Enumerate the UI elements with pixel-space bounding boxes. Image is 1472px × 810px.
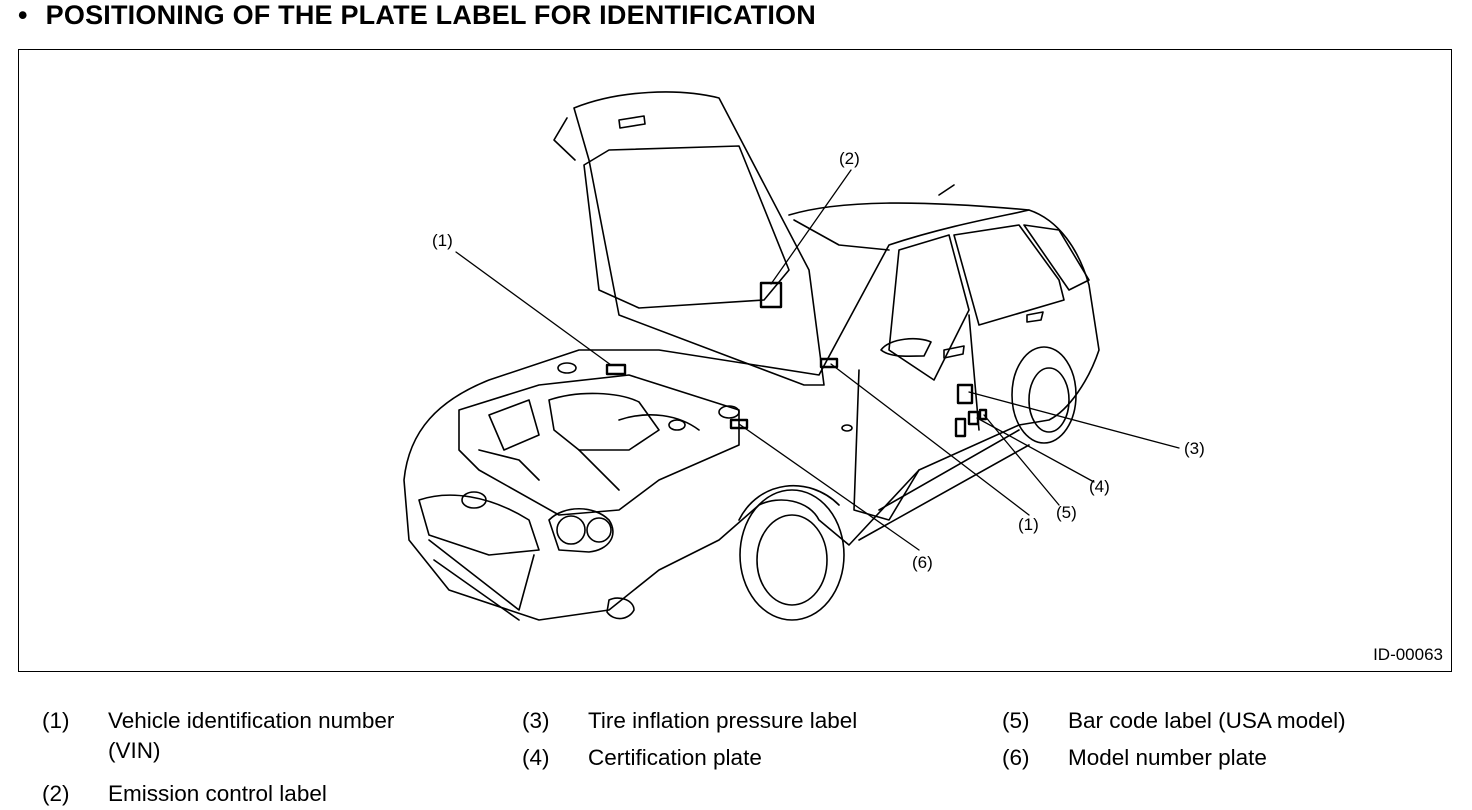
- legend-text: Certification plate: [588, 745, 762, 770]
- legend-number: (4): [522, 745, 550, 770]
- legend-text-cont: (VIN): [108, 738, 161, 763]
- callout-vin-door: (1): [1018, 515, 1039, 534]
- legend-text: Tire inflation pressure label: [588, 708, 858, 733]
- callout-tire: (3): [1184, 439, 1205, 458]
- legend-text: Emission control label: [108, 781, 327, 806]
- page-heading: • POSITIONING OF THE PLATE LABEL FOR IDEN…: [18, 0, 816, 31]
- legend-number: (2): [42, 781, 70, 806]
- legend-number: (5): [1002, 708, 1030, 733]
- hood-open: [553, 91, 825, 386]
- vin-door-marker: [819, 357, 839, 369]
- tire-label-marker: [956, 383, 974, 405]
- callout-vin-hood: (1): [432, 231, 453, 250]
- car-diagram: (1) (2) (3) (4) (5) (1) (6): [403, 91, 1205, 621]
- callout-model: (6): [912, 553, 933, 572]
- legend-text: Vehicle identification number: [108, 708, 395, 733]
- vin-hood-marker: [605, 363, 627, 376]
- legend-text: Model number plate: [1068, 745, 1267, 770]
- legend-text: Bar code label (USA model): [1068, 708, 1346, 733]
- legend-number: (3): [522, 708, 550, 733]
- heading-bullet: •: [18, 0, 28, 30]
- callout-emission: (2): [839, 149, 860, 168]
- callout-certification: (4): [1089, 477, 1110, 496]
- callout-labels: (1) (2) (3) (4) (5) (1) (6): [432, 149, 1205, 572]
- legend-number: (1): [42, 708, 70, 733]
- heading-title: POSITIONING OF THE PLATE LABEL FOR IDENT…: [45, 0, 816, 30]
- emission-label-marker: [759, 281, 783, 309]
- callout-barcode: (5): [1056, 503, 1077, 522]
- legend-number: (6): [1002, 745, 1030, 770]
- model-plate-marker: [729, 418, 749, 430]
- figure-frame: (1) (2) (3) (4) (5) (1) (6) ID-00063: [18, 49, 1452, 672]
- vin-door-lower-marker: [954, 417, 967, 438]
- leader-lines: [455, 169, 1180, 551]
- barcode-label-marker: [978, 408, 988, 421]
- figure-id: ID-00063: [1373, 645, 1443, 664]
- car-body: [403, 184, 1100, 621]
